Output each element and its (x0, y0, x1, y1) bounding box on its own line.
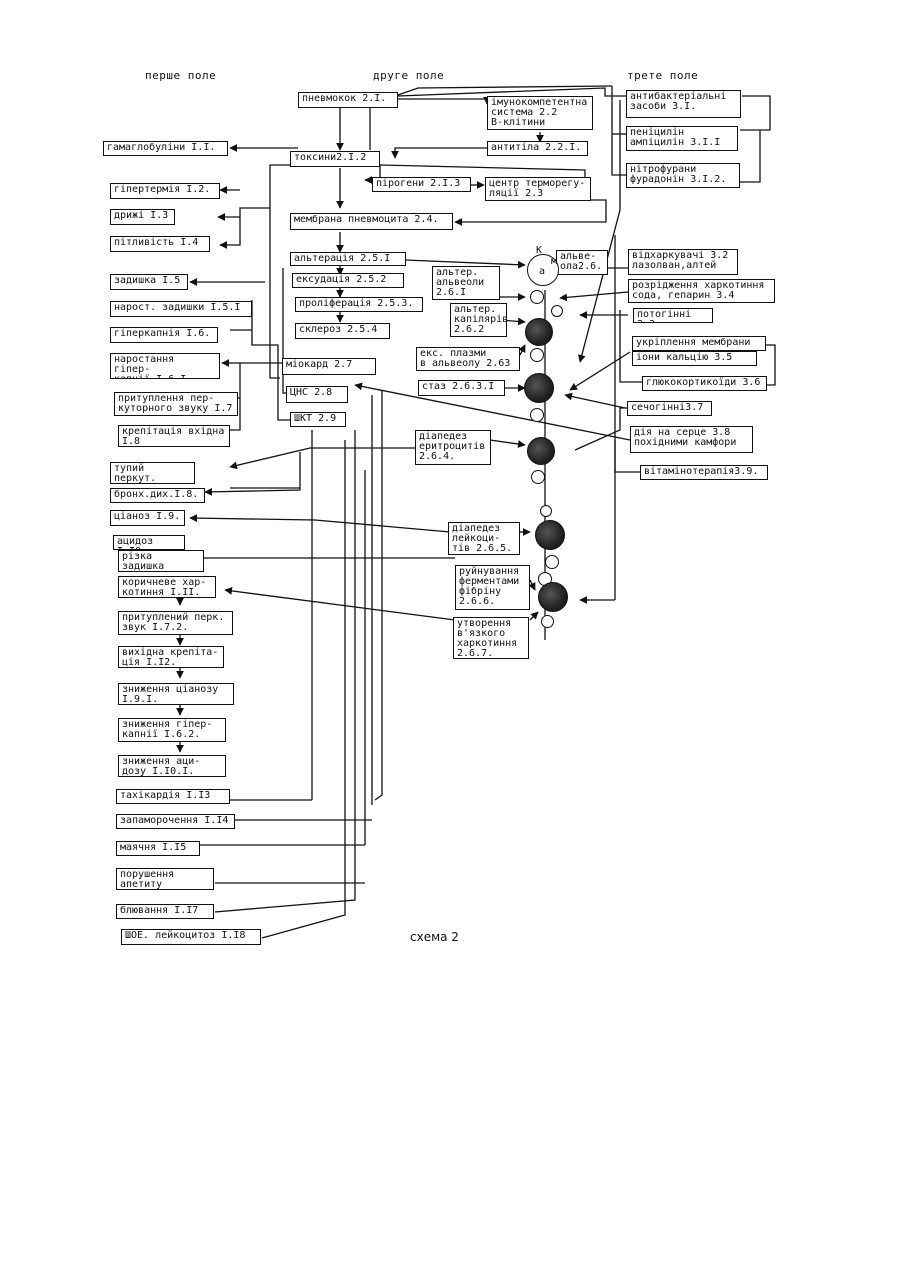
field1-header: перше поле (145, 69, 216, 82)
capillary-circle (525, 318, 553, 346)
box-rizka: різка задишка I.7.2 (118, 550, 204, 572)
box-antytila: антитіла 2.2.I. (487, 141, 588, 156)
small-circle (545, 555, 559, 569)
box-antibak: антибактеріальні засоби 3.I. (626, 90, 741, 118)
box-zadyshka: задишка I.5 (110, 274, 188, 290)
alveolus-label-a: а (539, 266, 545, 277)
box-znyzh-acid: зниження аци- дозу I.I0.I. (118, 755, 226, 777)
small-circle (540, 505, 552, 517)
box-narost-giperkap: наростання гіпер- капнії I.6.I (110, 353, 220, 379)
box-sechog: сечогінні3.7 (627, 401, 712, 416)
box-eksudacia: ексудація 2.5.2 (292, 273, 404, 288)
box-vitam: вітамінотерапія3.9. (640, 465, 768, 480)
box-diaped-leik: діапедез лейкоци- тів 2.6.5. (448, 522, 520, 555)
box-staz: стаз 2.6.3.I (418, 380, 505, 396)
capillary-circle (524, 373, 554, 403)
box-iony: іони кальцію 3.5 (632, 351, 757, 366)
capillary-circle (538, 582, 568, 612)
box-imuno: імунокомпетентна система 2.2 В-клітини (487, 96, 593, 130)
box-rozrid: розрідження харкотиння сода, гепарин 3.4 (628, 279, 775, 303)
capillary-circle (535, 520, 565, 550)
box-vidhark: відхаркувачі 3.2 лазолван,алтей (628, 249, 738, 275)
alveolus-label-k: К (536, 245, 542, 256)
box-dia-serce: дія на серце 3.8 похідними камфори (630, 426, 753, 453)
box-alv-alter: альтер. альвеоли 2.6.I (432, 266, 500, 300)
box-alveola: альве- ола2.6. (556, 250, 608, 275)
small-circle (530, 408, 544, 422)
box-diaped-er: діапедез еритроцитів 2.6.4. (415, 430, 491, 465)
box-mayach: маячня I.I5 (116, 841, 200, 856)
box-gamma: гамаглобуліни I.I. (103, 141, 228, 156)
box-tupyi: тупий перкут. звук I.7.I (110, 462, 195, 484)
box-skleroz: склероз 2.5.4 (295, 323, 390, 339)
box-acidoz: ацидоз I.I0 (113, 535, 185, 550)
box-cns: ЦНС 2.8 (286, 386, 348, 403)
box-prolif: проліферація 2.5.3. (295, 297, 423, 312)
box-pirogeny: пірогени 2.I.3 (372, 177, 471, 192)
box-shoe: ШОЕ. лейкоцитоз I.I8 (121, 929, 261, 945)
box-utvor: утворення в'язкого харкотиння 2.6.7. (453, 617, 529, 659)
small-circle (530, 290, 544, 304)
box-cianoz: ціаноз I.9. (110, 510, 185, 526)
box-termo: центр терморегу- ляції 2.3 (485, 177, 591, 201)
box-pitlyv: пітливість I.4 (110, 236, 210, 252)
box-shkt: ШКТ 2.9 (290, 412, 346, 427)
box-korychn: коричневе хар- котиння I.II. (118, 576, 216, 598)
box-bronh: бронх.дих.I.8. (110, 488, 205, 503)
box-tahik: тахікардія I.I3 (116, 789, 230, 804)
box-miokard: міокард 2.7 (282, 358, 376, 375)
box-nitrofur: нітрофурани фурадонін 3.I.2. (626, 163, 740, 188)
box-gipert: гіпертермія I.2. (110, 183, 220, 199)
box-membrana: мембрана пневмоцита 2.4. (290, 213, 453, 230)
box-pnevmokok: пневмокок 2.I. (298, 92, 398, 108)
box-krepit: крепітація вхідна I.8 (118, 425, 230, 447)
schema-caption: схема 2 (410, 930, 459, 944)
small-circle (530, 348, 544, 362)
box-dryzhi: дрижі I.3 (110, 209, 175, 225)
box-znyzh-giperkap: зниження гіпер- капнії I.6.2. (118, 718, 226, 742)
box-ruinuv: руйнування ферментами фібріну 2.6.6. (455, 565, 530, 610)
box-kap-alter: альтер. капілярів 2.6.2 (450, 303, 507, 337)
box-porush: порушення апетиту I.I6 (116, 868, 214, 890)
box-vyhidna: вихідна крепіта- ція I.I2. (118, 646, 224, 668)
box-ukripl: укріплення мембрани (632, 336, 766, 351)
box-potog: потогінні 3.3 (633, 308, 713, 323)
box-prytupl: притуплення пер- куторного звуку I.7 (114, 392, 238, 416)
box-giperkap: гіперкапнія I.6. (110, 327, 218, 343)
small-circle (551, 305, 563, 317)
box-blyuv: блювання I.I7 (116, 904, 214, 919)
box-eks-plazmy: екс. плазми в альвеолу 2.63 (416, 347, 520, 371)
box-znyzh-cian: зниження ціанозу I.9.I. (118, 683, 234, 705)
field2-header: друге поле (373, 69, 444, 82)
box-zapamor: запаморочення I.I4 (116, 814, 235, 829)
box-narost-zad: нарост. задишки I.5.I (110, 301, 252, 317)
alveolus-label-m: м (551, 256, 557, 267)
box-alteracia: альтерація 2.5.I (290, 252, 406, 266)
box-penic: пеніцилін ампіцилін 3.I.I (626, 126, 738, 151)
field3-header: трете поле (627, 69, 698, 82)
box-prytupl2: притуплений перк. звук I.7.2. (118, 611, 233, 635)
small-circle (531, 470, 545, 484)
box-glyuko: глюкокортикоїди 3.6 (642, 376, 767, 391)
capillary-circle (527, 437, 555, 465)
box-toksyny: токсини2.I.2 (290, 151, 380, 167)
small-circle (541, 615, 554, 628)
